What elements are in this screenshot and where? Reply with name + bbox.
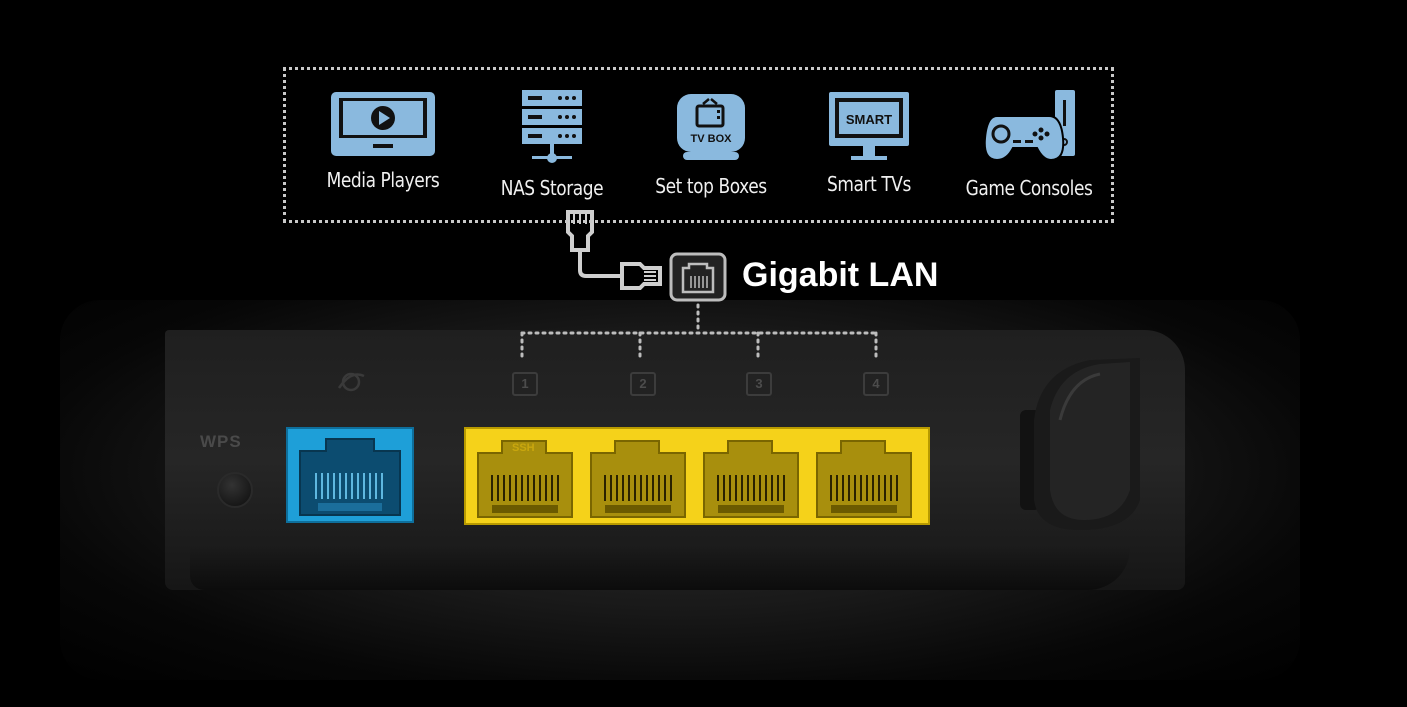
set-top-box-icon: TV BOX [677, 94, 745, 160]
lan-port-number-4: 4 [863, 372, 889, 396]
lan-port-number-1: 1 [512, 372, 538, 396]
device-set-top-boxes: TV BOX Set top Boxes [636, 90, 786, 198]
gigabit-lan-label: Gigabit LAN [742, 256, 939, 294]
lan-port-jacks: SSH [477, 440, 912, 518]
lan-port-icon [669, 252, 727, 302]
device-label: Media Players [326, 168, 440, 192]
antenna [1020, 358, 1140, 530]
device-nas-storage: NAS Storage [477, 90, 627, 200]
wps-button[interactable] [217, 472, 253, 508]
nas-storage-icon [522, 90, 582, 163]
lan-port-3 [703, 440, 799, 518]
lan-port-number-3: 3 [746, 372, 772, 396]
set-top-box-icon-text: TV BOX [691, 133, 733, 145]
lan-ports-block: SSH [464, 427, 930, 525]
smart-tv-icon-text: SMART [846, 112, 892, 127]
lan-port-2 [590, 440, 686, 518]
device-label: Set top Boxes [655, 174, 767, 198]
lan-port-number-2: 2 [630, 372, 656, 396]
game-console-icon [983, 90, 1075, 162]
device-label: Smart TVs [827, 172, 911, 196]
media-player-icon [331, 92, 435, 156]
lan-port-4 [816, 440, 912, 518]
ethernet-cable-icon [566, 210, 662, 290]
lan-port-1 [477, 440, 573, 518]
wps-label: WPS [200, 432, 242, 451]
device-game-consoles: Game Consoles [954, 90, 1104, 200]
devices-panel: Media Players NAS Storage TV BOX [283, 67, 1114, 223]
smart-tv-icon: SMART [829, 92, 909, 160]
wan-port-jack-icon [299, 438, 401, 516]
device-smart-tvs: SMART Smart TVs [794, 90, 944, 196]
ssh-label: SSH [512, 442, 535, 454]
wan-port[interactable] [286, 427, 414, 523]
device-media-players: Media Players [308, 90, 458, 192]
wan-icon [337, 372, 365, 392]
device-label: Game Consoles [965, 176, 1093, 200]
device-label: NAS Storage [500, 176, 604, 200]
router-base [190, 548, 1130, 590]
